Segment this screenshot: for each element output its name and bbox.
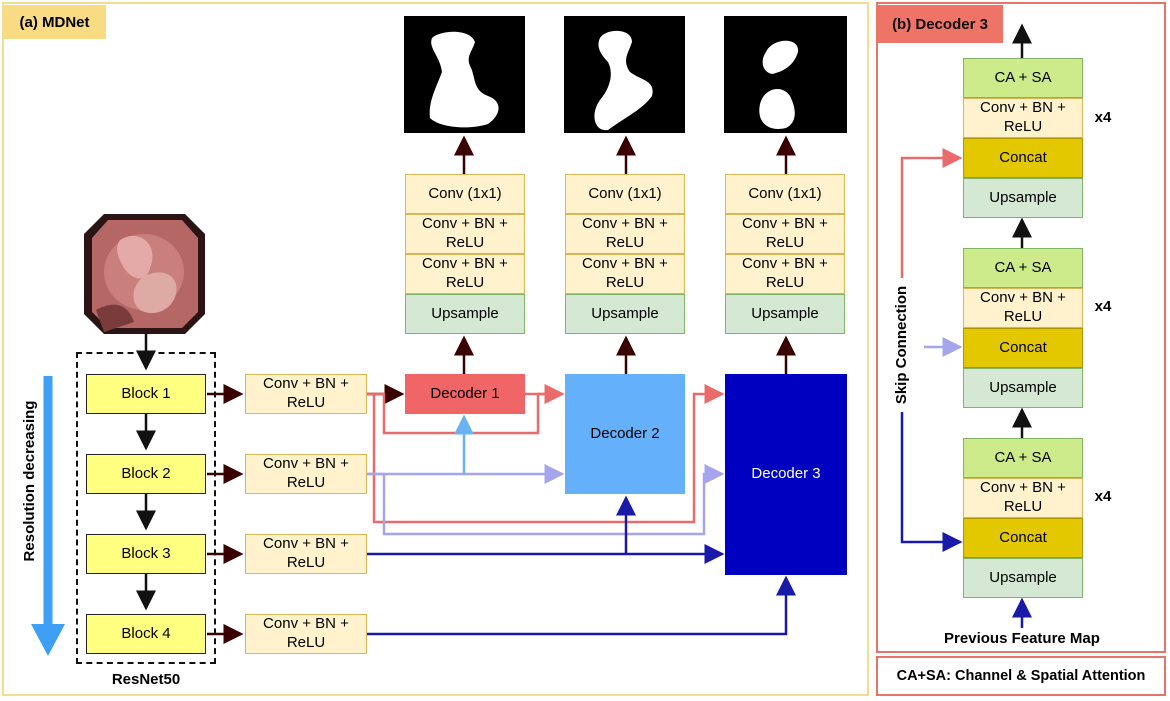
head-2-upsample: Upsample bbox=[565, 294, 685, 334]
panel-b-frame bbox=[876, 2, 1166, 653]
stage-2-cbr: Conv + BN + ReLU bbox=[963, 288, 1083, 328]
head-2-cbr-b: Conv + BN + ReLU bbox=[565, 254, 685, 294]
resolution-decreasing-label: Resolution decreasing bbox=[20, 400, 38, 562]
stage-1-repeat: x4 bbox=[1094, 108, 1112, 126]
stage-1-casa: CA + SA bbox=[963, 58, 1083, 98]
panel-a-frame bbox=[2, 2, 869, 696]
decoder-2: Decoder 2 bbox=[565, 374, 685, 494]
stage-1-upsample: Upsample bbox=[963, 178, 1083, 218]
input-endoscopy-image bbox=[84, 214, 205, 334]
stage-3-repeat: x4 bbox=[1094, 487, 1112, 505]
stage-2-upsample: Upsample bbox=[963, 368, 1083, 408]
panel-b-label: (b) Decoder 3 bbox=[877, 5, 1003, 43]
stage-3-casa: CA + SA bbox=[963, 438, 1083, 478]
lateral-conv-4: Conv + BN + ReLU bbox=[245, 614, 367, 654]
head-1-cbr-a: Conv + BN + ReLU bbox=[405, 214, 525, 254]
previous-feature-map-label: Previous Feature Map bbox=[944, 629, 1100, 647]
encoder-block-4: Block 4 bbox=[86, 614, 206, 654]
head-3-cbr-b: Conv + BN + ReLU bbox=[725, 254, 845, 294]
panel-a-label: (a) MDNet bbox=[3, 5, 106, 39]
stage-1-cbr: Conv + BN + ReLU bbox=[963, 98, 1083, 138]
head-1-upsample: Upsample bbox=[405, 294, 525, 334]
mask-2-shape bbox=[594, 30, 653, 131]
mask-3-shape bbox=[759, 40, 799, 129]
encoder-caption: ResNet50 bbox=[111, 670, 181, 688]
encoder-block-2: Block 2 bbox=[86, 454, 206, 494]
stage-3-upsample: Upsample bbox=[963, 558, 1083, 598]
detail-stage-1: CA + SA Conv + BN + ReLU Concat Upsample bbox=[963, 58, 1083, 218]
decoder-1: Decoder 1 bbox=[405, 374, 525, 414]
head-2-conv1x1: Conv (1x1) bbox=[565, 174, 685, 214]
head-3-cbr-a: Conv + BN + ReLU bbox=[725, 214, 845, 254]
stage-3-concat: Concat bbox=[963, 518, 1083, 558]
head-2: Conv (1x1) Conv + BN + ReLU Conv + BN + … bbox=[565, 174, 685, 334]
stage-2-casa: CA + SA bbox=[963, 248, 1083, 288]
skip-connection-label: Skip Connection bbox=[891, 285, 913, 405]
head-2-cbr-a: Conv + BN + ReLU bbox=[565, 214, 685, 254]
lateral-conv-2: Conv + BN + ReLU bbox=[245, 454, 367, 494]
head-1: Conv (1x1) Conv + BN + ReLU Conv + BN + … bbox=[405, 174, 525, 334]
encoder-resnet50-frame bbox=[76, 352, 216, 664]
encoder-block-3: Block 3 bbox=[86, 534, 206, 574]
head-1-conv1x1: Conv (1x1) bbox=[405, 174, 525, 214]
stage-3-cbr: Conv + BN + ReLU bbox=[963, 478, 1083, 518]
head-3-upsample: Upsample bbox=[725, 294, 845, 334]
detail-stage-2: CA + SA Conv + BN + ReLU Concat Upsample bbox=[963, 248, 1083, 408]
head-1-cbr-b: Conv + BN + ReLU bbox=[405, 254, 525, 294]
mask-1-shape bbox=[429, 31, 499, 128]
lateral-conv-3: Conv + BN + ReLU bbox=[245, 534, 367, 574]
stage-2-repeat: x4 bbox=[1094, 297, 1112, 315]
stage-2-concat: Concat bbox=[963, 328, 1083, 368]
stage-1-concat: Concat bbox=[963, 138, 1083, 178]
legend-box: CA+SA: Channel & Spatial Attention bbox=[876, 656, 1166, 696]
lateral-conv-1: Conv + BN + ReLU bbox=[245, 374, 367, 414]
head-3: Conv (1x1) Conv + BN + ReLU Conv + BN + … bbox=[725, 174, 845, 334]
legend-text: CA+SA: Channel & Spatial Attention bbox=[896, 668, 1146, 684]
head-3-conv1x1: Conv (1x1) bbox=[725, 174, 845, 214]
decoder-3: Decoder 3 bbox=[725, 374, 847, 575]
encoder-block-1: Block 1 bbox=[86, 374, 206, 414]
detail-stage-3: CA + SA Conv + BN + ReLU Concat Upsample bbox=[963, 438, 1083, 598]
